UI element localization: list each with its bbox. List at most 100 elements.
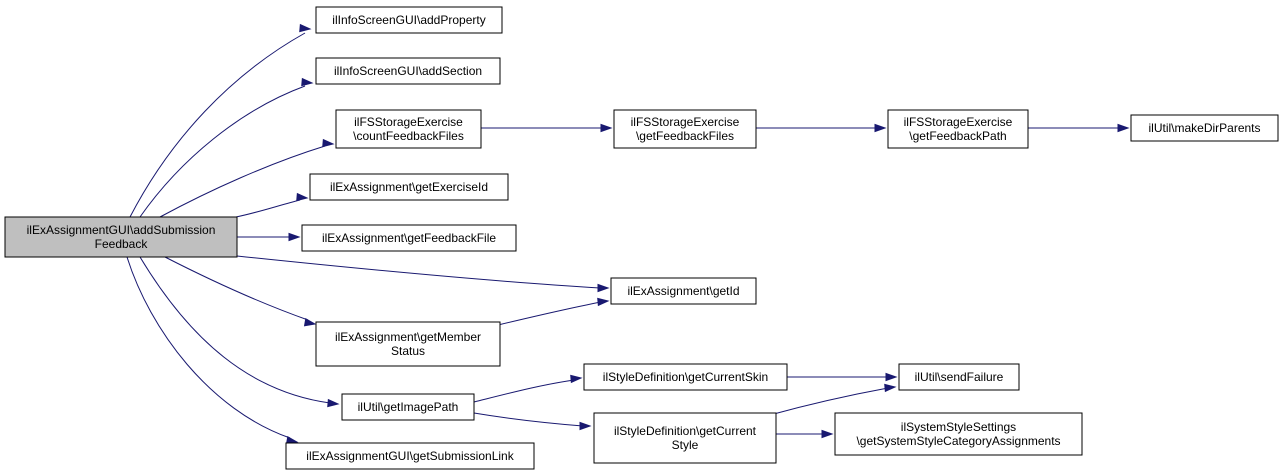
edge-line [126, 256, 291, 439]
node-send-failure[interactable]: ilUtil\sendFailure [898, 363, 1020, 391]
node-label: ilExAssignment\getExerciseId [330, 180, 488, 194]
arrowhead-icon [303, 318, 317, 327]
node-box [301, 224, 517, 252]
node-box [583, 363, 788, 391]
node-label: Style [672, 438, 699, 452]
node-get-current-skin[interactable]: ilStyleDefinition\getCurrentSkin [583, 363, 788, 391]
arrowhead-icon [296, 192, 309, 202]
edge-get-image-path-to-get-current-style [473, 412, 592, 431]
node-add-property[interactable]: ilInfoScreenGUI\addProperty [315, 6, 503, 34]
node-label: ilExAssignmentGUI\addSubmission [27, 223, 216, 237]
arrowhead-icon [1117, 123, 1130, 133]
node-label: ilUtil\makeDirParents [1148, 121, 1260, 135]
edge-root-to-get-feedback-file [237, 232, 301, 242]
node-label: ilStyleDefinition\getCurrent [614, 424, 757, 438]
node-label: ilExAssignmentGUI\getSubmissionLink [306, 449, 514, 463]
node-count-feedback-files[interactable]: ilFSStorageExercise\countFeedbackFiles [335, 109, 482, 149]
edge-line [139, 85, 306, 218]
edge-root-to-add-property [129, 23, 312, 218]
node-label: Status [391, 344, 425, 358]
node-box [898, 363, 1020, 391]
node-box [309, 173, 509, 201]
arrowhead-icon [288, 232, 301, 242]
node-box [315, 6, 503, 34]
node-label: Feedback [95, 237, 149, 251]
node-label: ilUtil\sendFailure [915, 370, 1004, 384]
node-add-section[interactable]: ilInfoScreenGUI\addSection [315, 57, 501, 85]
edge-root-to-get-submission-link [126, 256, 299, 445]
node-box [834, 412, 1083, 456]
node-get-submission-link[interactable]: ilExAssignmentGUI\getSubmissionLink [285, 442, 535, 470]
node-box [341, 393, 475, 421]
edge-get-current-skin-to-send-failure [787, 372, 898, 382]
node-make-dir-parents[interactable]: ilUtil\makeDirParents [1130, 114, 1279, 142]
arrowhead-icon [597, 283, 610, 293]
node-box [315, 57, 501, 85]
edge-get-member-status-to-get-id [497, 297, 610, 326]
edge-line [236, 255, 601, 289]
edge-root-to-get-exercise-id [235, 192, 309, 218]
node-box [315, 321, 501, 367]
edge-line [159, 145, 326, 218]
node-label: \countFeedbackFiles [353, 129, 464, 143]
node-get-feedback-file[interactable]: ilExAssignment\getFeedbackFile [301, 224, 517, 252]
edge-root-to-get-image-path [139, 256, 340, 408]
node-label: ilStyleDefinition\getCurrentSkin [603, 370, 768, 384]
node-box [285, 442, 535, 470]
nodes-layer: ilExAssignmentGUI\addSubmissionFeedbacki… [4, 6, 1279, 470]
node-label: ilInfoScreenGUI\addProperty [332, 13, 485, 27]
node-label: ilExAssignment\getFeedbackFile [322, 231, 496, 245]
node-box [593, 412, 777, 464]
edge-root-to-count-feedback-files [159, 138, 335, 218]
arrowhead-icon [597, 297, 610, 307]
edges-layer [126, 23, 1130, 445]
node-label: ilInfoScreenGUI\addSection [334, 64, 482, 78]
node-box [610, 277, 757, 305]
node-get-system-style-category-assignments[interactable]: ilSystemStyleSettings\getSystemStyleCate… [834, 412, 1083, 456]
edge-line [473, 412, 584, 427]
node-label: ilUtil\getImagePath [358, 400, 459, 414]
node-label: ilSystemStyleSettings [901, 420, 1016, 434]
node-get-image-path[interactable]: ilUtil\getImagePath [341, 393, 475, 421]
edge-get-feedback-path-to-make-dir-parents [1028, 123, 1130, 133]
edge-get-image-path-to-get-current-skin [473, 374, 583, 403]
edge-root-to-get-member-status [164, 256, 317, 327]
arrowhead-icon [579, 421, 592, 431]
node-get-feedback-path[interactable]: ilFSStorageExercise\getFeedbackPath [887, 109, 1029, 149]
node-label: ilExAssignment\getMember [335, 330, 481, 344]
node-get-exercise-id[interactable]: ilExAssignment\getExerciseId [309, 173, 509, 201]
node-label: \getSystemStyleCategoryAssignments [856, 434, 1060, 448]
node-label: \getFeedbackPath [909, 129, 1006, 143]
arrowhead-icon [327, 398, 340, 408]
arrowhead-icon [570, 374, 583, 384]
edge-line [139, 256, 331, 404]
edge-line [497, 301, 602, 326]
edge-line [235, 199, 301, 218]
edge-count-feedback-files-to-get-feedback-files [481, 123, 613, 133]
node-box [1130, 114, 1279, 142]
node-label: ilFSStorageExercise [354, 115, 463, 129]
node-box [4, 216, 238, 258]
node-box [613, 109, 757, 149]
edge-get-current-style-to-get-system-style-category-assignments [776, 429, 834, 439]
edge-get-current-style-to-send-failure [769, 383, 897, 416]
node-get-feedback-files[interactable]: ilFSStorageExercise\getFeedbackFiles [613, 109, 757, 149]
node-label: \getFeedbackFiles [636, 129, 734, 143]
node-box [887, 109, 1029, 149]
edge-root-to-get-id [236, 255, 610, 293]
arrowhead-icon [821, 429, 834, 439]
arrowhead-icon [600, 123, 613, 133]
edge-line [473, 379, 575, 403]
edge-get-feedback-files-to-get-feedback-path [756, 123, 887, 133]
edge-line [164, 256, 309, 321]
arrowhead-icon [884, 383, 897, 393]
node-label: ilFSStorageExercise [904, 115, 1013, 129]
node-get-id[interactable]: ilExAssignment\getId [610, 277, 757, 305]
arrowhead-icon [885, 372, 898, 382]
node-label: ilFSStorageExercise [631, 115, 740, 129]
edge-line [769, 387, 889, 416]
